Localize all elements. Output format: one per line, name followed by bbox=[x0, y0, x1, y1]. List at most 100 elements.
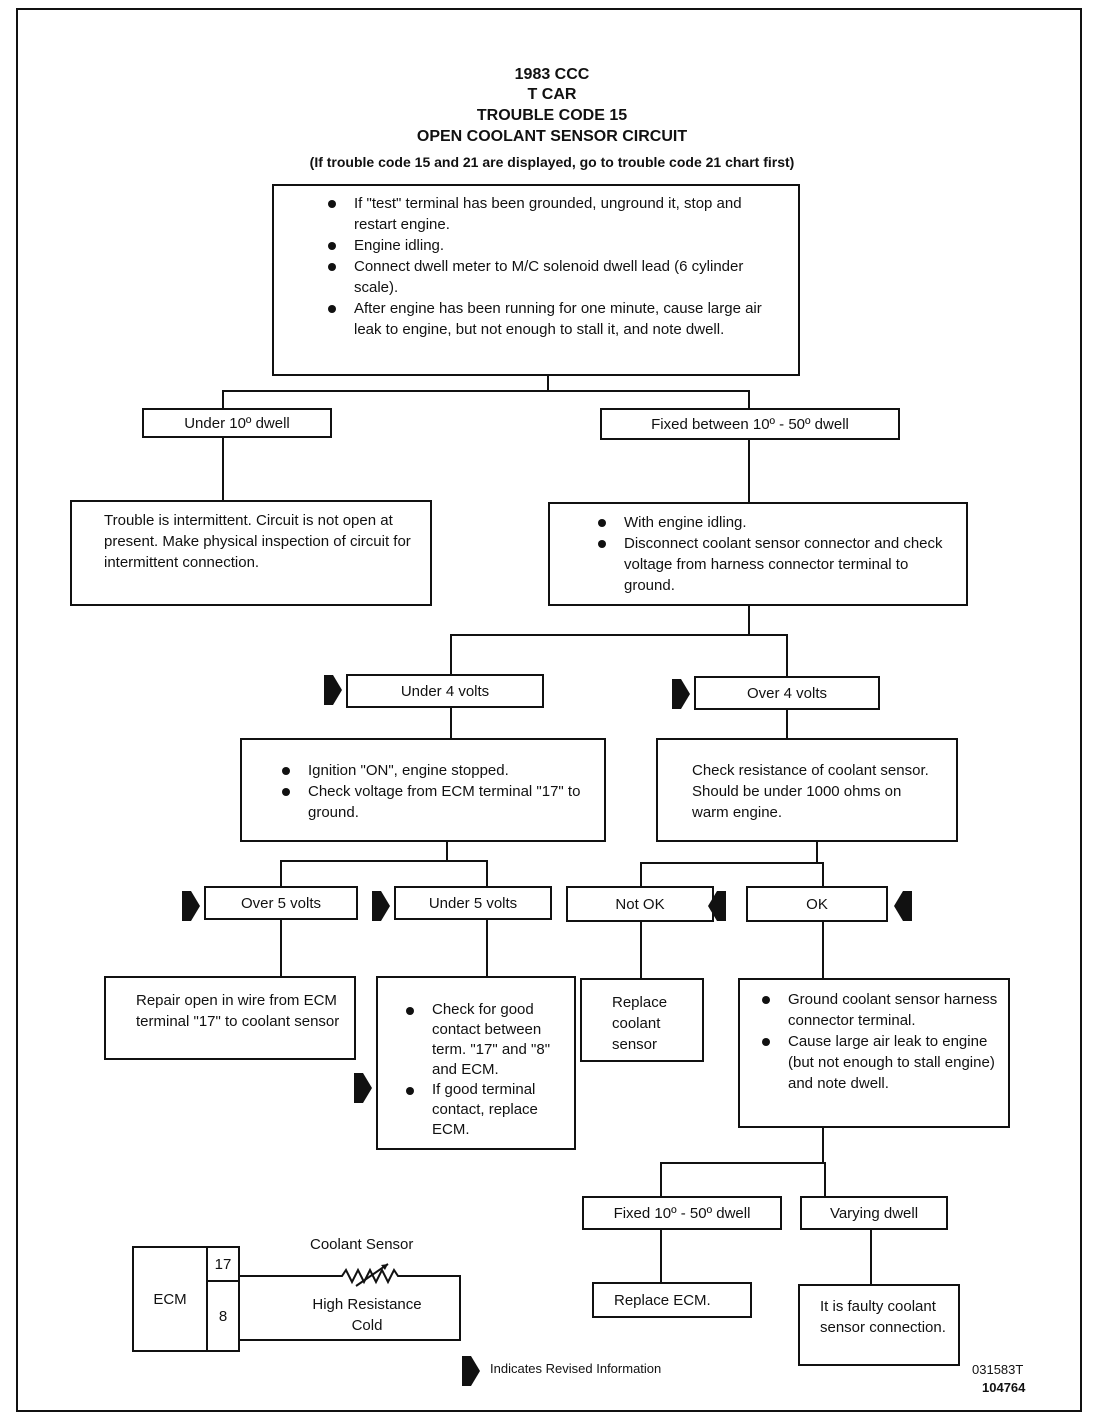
bullet-icon bbox=[762, 996, 770, 1004]
box-faulty-connection: It is faulty coolant sensor connection. bbox=[798, 1284, 960, 1366]
ecm-pin-8: 8 bbox=[206, 1280, 240, 1352]
connector bbox=[870, 1230, 872, 1286]
bullet-icon bbox=[328, 200, 336, 208]
connector bbox=[640, 862, 824, 864]
ecm-pin-17: 17 bbox=[206, 1246, 240, 1282]
connector bbox=[222, 438, 224, 502]
start-item-3: Connect dwell meter to M/C solenoid dwel… bbox=[316, 256, 782, 298]
code-2: 104764 bbox=[982, 1380, 1026, 1395]
header-line1: 1983 CCC bbox=[514, 66, 590, 83]
connector bbox=[450, 708, 452, 740]
connector bbox=[222, 390, 750, 392]
header-note: (If trouble code 15 and 21 are displayed… bbox=[309, 154, 795, 170]
connector bbox=[222, 390, 224, 410]
replace-sensor-text: Replace coolant sensor bbox=[612, 994, 668, 1053]
label-ok: OK bbox=[746, 886, 888, 922]
revised-arrow-icon bbox=[462, 1356, 480, 1386]
connector bbox=[547, 376, 549, 392]
revised-arrow-icon bbox=[672, 679, 690, 709]
box-check-resistance: Check resistance of coolant sensor. Shou… bbox=[656, 738, 958, 842]
connector bbox=[640, 862, 642, 888]
high-resistance-note: High Resistance Cold bbox=[312, 1296, 422, 1334]
connector bbox=[822, 922, 824, 980]
intermittent-text: Trouble is intermittent. Circuit is not … bbox=[104, 512, 411, 571]
connector bbox=[280, 860, 282, 888]
contact-item-1: Check for good contact between term. "17… bbox=[394, 1000, 564, 1080]
connector bbox=[640, 922, 642, 980]
connector bbox=[280, 860, 488, 862]
ecm-block: ECM bbox=[132, 1246, 208, 1352]
label-varying-dwell: Varying dwell bbox=[800, 1196, 948, 1230]
label-over-5-volts: Over 5 volts bbox=[204, 886, 358, 920]
bullet-icon bbox=[598, 540, 606, 548]
revised-arrow-icon bbox=[324, 675, 342, 705]
bullet-icon bbox=[762, 1038, 770, 1046]
box-replace-ecm: Replace ECM. bbox=[592, 1282, 752, 1318]
page-frame bbox=[16, 8, 1082, 1412]
box-check-contact: Check for good contact between term. "17… bbox=[376, 976, 576, 1150]
box-intermittent: Trouble is intermittent. Circuit is not … bbox=[70, 500, 432, 606]
ground-item-2: Cause large air leak to engine (but not … bbox=[750, 1031, 1002, 1094]
ignition-item-2: Check voltage from ECM terminal "17" to … bbox=[270, 781, 588, 823]
label-fixed-10-50-dwell: Fixed between 10º - 50º dwell bbox=[600, 408, 900, 440]
box-replace-sensor: Replace coolant sensor bbox=[580, 978, 704, 1062]
connector bbox=[450, 634, 452, 676]
code-1: 031583T bbox=[972, 1362, 1024, 1377]
bullet-icon bbox=[282, 788, 290, 796]
header-line2: T CAR bbox=[527, 86, 577, 103]
connector bbox=[660, 1230, 662, 1284]
connector bbox=[748, 390, 750, 410]
revised-arrow-left-icon bbox=[894, 891, 912, 921]
check-resistance-text: Check resistance of coolant sensor. Shou… bbox=[692, 762, 929, 821]
revised-arrow-icon bbox=[354, 1073, 372, 1103]
box-ignition-on: Ignition "ON", engine stopped. Check vol… bbox=[240, 738, 606, 842]
bullet-icon bbox=[328, 242, 336, 250]
start-box: If "test" terminal has been grounded, un… bbox=[272, 184, 800, 376]
label-under-5-volts: Under 5 volts bbox=[394, 886, 552, 920]
replace-ecm-text: Replace ECM. bbox=[614, 1292, 711, 1309]
label-fixed-10-50-dwell-2: Fixed 10º - 50º dwell bbox=[582, 1196, 782, 1230]
connector bbox=[786, 634, 788, 678]
label-under-10-dwell: Under 10º dwell bbox=[142, 408, 332, 438]
start-item-2: Engine idling. bbox=[316, 235, 782, 256]
box-repair-open: Repair open in wire from ECM terminal "1… bbox=[104, 976, 356, 1060]
label-not-ok: Not OK bbox=[566, 886, 714, 922]
bullet-icon bbox=[328, 305, 336, 313]
coolant-sensor-label: Coolant Sensor bbox=[310, 1236, 414, 1253]
box-idle-check: With engine idling. Disconnect coolant s… bbox=[548, 502, 968, 606]
bullet-icon bbox=[598, 519, 606, 527]
connector bbox=[450, 634, 788, 636]
revised-arrow-icon bbox=[182, 891, 200, 921]
connector bbox=[822, 1128, 824, 1164]
connector bbox=[486, 860, 488, 888]
label-over-4-volts: Over 4 volts bbox=[694, 676, 880, 710]
connector bbox=[786, 710, 788, 740]
connector bbox=[822, 862, 824, 888]
box-ground-sensor: Ground coolant sensor harness connector … bbox=[738, 978, 1010, 1128]
connector bbox=[280, 920, 282, 978]
header-line4: OPEN COOLANT SENSOR CIRCUIT bbox=[416, 128, 688, 145]
connector bbox=[816, 842, 818, 864]
revised-arrow-left-icon bbox=[708, 891, 726, 921]
connector bbox=[486, 920, 488, 978]
legend-text: Indicates Revised Information bbox=[490, 1361, 662, 1376]
bullet-icon bbox=[406, 1087, 414, 1095]
repair-open-text: Repair open in wire from ECM terminal "1… bbox=[136, 992, 340, 1030]
ground-item-1: Ground coolant sensor harness connector … bbox=[750, 989, 1002, 1031]
connector bbox=[824, 1162, 826, 1198]
idle-item-1: With engine idling. bbox=[586, 512, 950, 533]
connector bbox=[446, 842, 448, 862]
bullet-icon bbox=[328, 263, 336, 271]
connector bbox=[660, 1162, 662, 1198]
start-item-1: If "test" terminal has been grounded, un… bbox=[316, 193, 782, 235]
faulty-connection-text: It is faulty coolant sensor connection. bbox=[820, 1298, 946, 1336]
sensor-wiring-icon bbox=[238, 1263, 461, 1341]
idle-item-2: Disconnect coolant sensor connector and … bbox=[586, 533, 950, 596]
connector bbox=[660, 1162, 826, 1164]
bullet-icon bbox=[406, 1007, 414, 1015]
connector bbox=[748, 440, 750, 502]
bullet-icon bbox=[282, 767, 290, 775]
revised-arrow-icon bbox=[372, 891, 390, 921]
label-under-4-volts: Under 4 volts bbox=[346, 674, 544, 708]
start-item-4: After engine has been running for one mi… bbox=[316, 298, 782, 340]
